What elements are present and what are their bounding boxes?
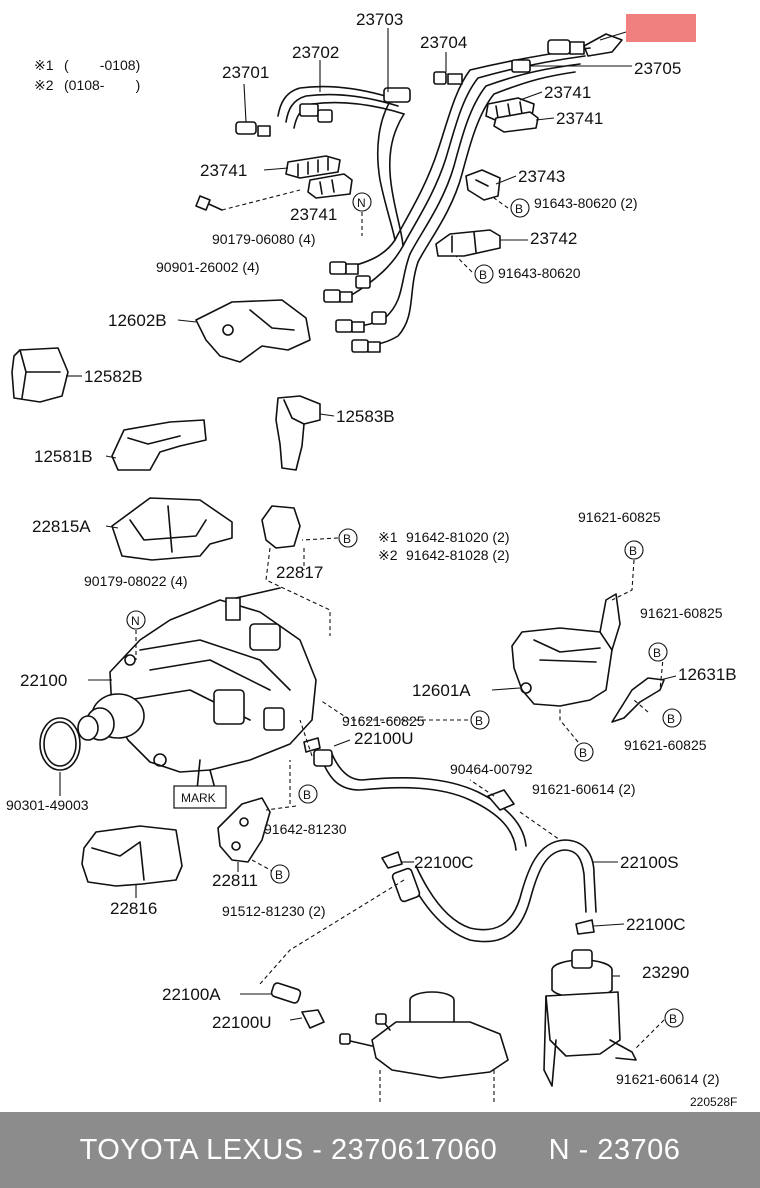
label-23290: 23290 — [642, 963, 689, 982]
bracket-12602b-drawing — [195, 299, 311, 363]
callout-b-3: B — [343, 532, 351, 546]
highlight-box — [626, 14, 696, 42]
note1-mark: ※1 — [34, 57, 54, 73]
label-90301-49003: 90301-49003 — [6, 797, 89, 813]
label-91621-60825-top: 91621-60825 — [578, 509, 661, 525]
bracket-12601a-drawing — [511, 627, 613, 707]
label-90901-26002: 90901-26002 (4) — [156, 259, 260, 275]
part-labels: 23703 23702 23704 23701 23705 23741 2374… — [6, 10, 737, 1109]
label-23741-d: 23741 — [290, 205, 337, 224]
label-23742: 23742 — [530, 229, 577, 248]
callout-markers: N B B B B N B B B B B B B — [126, 192, 684, 1028]
callout-b-11: B — [669, 1012, 677, 1026]
callout-b-8: B — [579, 746, 587, 760]
label-23704: 23704 — [420, 33, 467, 52]
label-91621-60825-right: 91621-60825 — [640, 605, 723, 621]
label-90179-06080: 90179-06080 (4) — [212, 231, 316, 247]
o-ring-drawing — [39, 717, 81, 771]
injection-pump-drawing — [77, 587, 317, 801]
callout-b-5: B — [653, 646, 661, 660]
label-12582b: 12582B — [84, 367, 143, 386]
label-22100a: 22100A — [162, 985, 221, 1004]
callout-b-9: B — [303, 788, 311, 802]
injection-pipes-drawing — [235, 33, 623, 353]
callout-b-4: B — [629, 544, 637, 558]
callout-b-7: B — [475, 714, 483, 728]
note2-text: (0108- ) — [64, 77, 140, 93]
label-91621-60825-br: 91621-60825 — [624, 737, 707, 753]
label-22816: 22816 — [110, 899, 157, 918]
label-22100c-b: 22100C — [626, 915, 686, 934]
label-22100s: 22100S — [620, 853, 679, 872]
label-23701: 23701 — [222, 63, 269, 82]
label-22100c-a: 22100C — [414, 853, 474, 872]
bracket-12583b-drawing — [275, 395, 321, 471]
label-23705: 23705 — [634, 59, 681, 78]
stay-12631b-drawing — [611, 677, 665, 723]
priming-pump-drawing — [339, 991, 509, 1079]
label-note2-mark-b: ※2 — [378, 547, 398, 563]
label-12601a: 12601A — [412, 681, 471, 700]
cover-22815a-drawing — [111, 497, 233, 561]
label-91643-80620-2: 91643-80620 (2) — [534, 195, 638, 211]
callout-n-2: N — [131, 614, 140, 628]
label-12631b: 12631B — [678, 665, 737, 684]
label-91512-81230: 91512-81230 (2) — [222, 903, 326, 919]
label-91642-81028: 91642-81028 (2) — [406, 547, 510, 563]
footer-bar: TOYOTA LEXUS - 2370617060 N - 23706 — [0, 1112, 760, 1188]
cover-12582b-drawing — [11, 347, 69, 403]
label-22811: 22811 — [212, 871, 258, 890]
bolt-drawing — [195, 195, 223, 211]
footer-text: TOYOTA LEXUS - 2370617060 N - 23706 — [79, 1133, 681, 1166]
bracket-22811-drawing — [217, 797, 271, 863]
label-22100u-b: 22100U — [212, 1013, 272, 1032]
label-23741-a: 23741 — [544, 83, 591, 102]
diagram-code: 220528F — [690, 1095, 737, 1109]
label-note1-mark-b: ※1 — [378, 529, 398, 545]
callout-b-10: B — [275, 868, 283, 882]
mark-box — [173, 785, 227, 809]
label-12581b: 12581B — [34, 447, 93, 466]
label-91642-81230: 91642-81230 — [264, 821, 347, 837]
label-91621-60825-mid: 91621-60825 — [342, 713, 425, 729]
leader-lines — [59, 28, 677, 1104]
label-23702: 23702 — [292, 43, 339, 62]
label-91642-81020: 91642-81020 (2) — [406, 529, 510, 545]
hose-22100a-drawing — [270, 982, 302, 1004]
brackets-23742-23743-drawing — [435, 169, 501, 257]
cover-22816-drawing — [81, 825, 183, 887]
clamps-23741-drawing — [285, 97, 539, 199]
parts-diagram: N B B B B N B B B B B B B ※1 ( -0108) ※2… — [6, 10, 737, 1109]
label-91643-80620: 91643-80620 — [498, 265, 581, 281]
label-12602b: 12602B — [108, 311, 167, 330]
bracket-22817-drawing — [261, 505, 301, 549]
label-23741-c: 23741 — [200, 161, 247, 180]
label-12583b: 12583B — [336, 407, 395, 426]
label-90464-00792: 90464-00792 — [450, 761, 533, 777]
label-90179-08022: 90179-08022 (4) — [84, 573, 188, 589]
callout-b-1: B — [515, 202, 523, 216]
label-22815a: 22815A — [32, 517, 91, 536]
fuel-hose-drawing — [303, 737, 597, 943]
clip-22100u-drawing — [301, 1009, 325, 1029]
label-91621-60614-b: 91621-60614 (2) — [616, 1071, 720, 1087]
fuel-filter-23290-drawing — [543, 949, 637, 1087]
label-23743: 23743 — [518, 167, 565, 186]
note2-mark: ※2 — [34, 77, 54, 93]
label-22100u-a: 22100U — [354, 729, 414, 748]
label-22100: 22100 — [20, 671, 67, 690]
label-22817: 22817 — [276, 563, 323, 582]
callout-b-6: B — [667, 712, 675, 726]
label-23703: 23703 — [356, 10, 403, 29]
label-mark: MARK — [181, 791, 216, 805]
bracket-12581b-drawing — [111, 419, 207, 471]
note1-text: ( -0108) — [64, 57, 140, 73]
label-91621-60614-a: 91621-60614 (2) — [532, 781, 636, 797]
callout-b-2: B — [479, 268, 487, 282]
callout-n-1: N — [357, 196, 366, 210]
label-23741-b: 23741 — [556, 109, 603, 128]
